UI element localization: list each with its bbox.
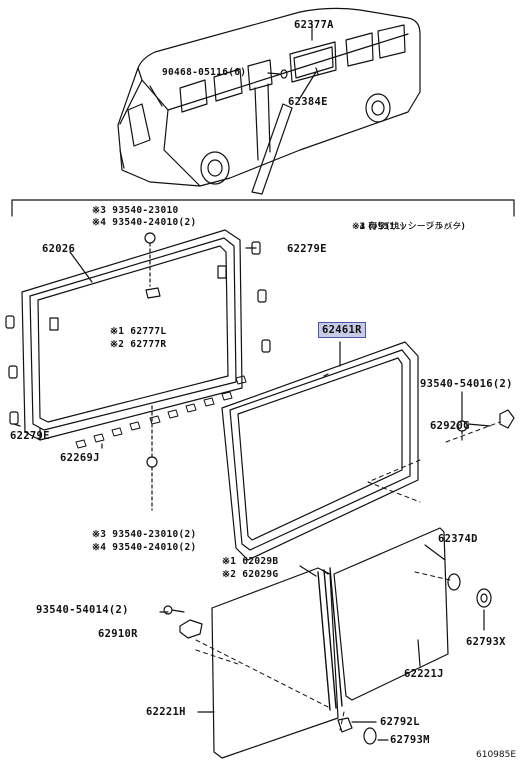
- label-93540-24010-bottom: ※4 93540-24010(2): [92, 542, 197, 553]
- label-62377A: 62377A: [294, 19, 334, 31]
- label-93540-54014: 93540-54014(2): [36, 604, 129, 616]
- label-62793X: 62793X: [466, 636, 506, 648]
- label-62461R: 62461R: [318, 322, 366, 338]
- label-93540-23010-top: ※3 93540-23010: [92, 205, 179, 216]
- note-2: ※2 有り(サッシーブラック): [352, 222, 465, 232]
- label-93540-23010-bottom: ※3 93540-23010(2): [92, 529, 197, 540]
- label-62029B: ※1 62029B: [222, 556, 279, 567]
- side-window-glass-62461R: [221, 341, 419, 561]
- label-93540-24010-top: ※4 93540-24010(2): [92, 217, 197, 228]
- door-panel-62221J: [333, 527, 449, 701]
- label-62029G: ※2 62029G: [222, 569, 279, 580]
- label-62221H: 62221H: [146, 706, 186, 718]
- label-62777R: ※2 62777R: [110, 339, 167, 350]
- label-62269J: 62269J: [60, 452, 100, 464]
- label-62920G: 62920G: [430, 420, 470, 432]
- van-illustration: [117, 7, 421, 195]
- door-panel-62221H: [211, 567, 339, 759]
- label-62777L: ※1 62777L: [110, 326, 167, 337]
- label-62792L: 62792L: [380, 716, 420, 728]
- label-62793M: 62793M: [390, 734, 430, 746]
- rear-window-frame: [21, 229, 243, 441]
- label-62910R: 62910R: [98, 628, 138, 640]
- label-62279E-top: 62279E: [287, 243, 327, 255]
- label-93540-54016: 93540-54016(2): [420, 378, 513, 390]
- label-62221J: 62221J: [404, 668, 444, 680]
- note-3: ※3 ( -9511): [352, 222, 405, 232]
- label-62374D: 62374D: [438, 533, 478, 545]
- note-4: ※4 (9511- ): [352, 222, 405, 232]
- label-62279E-bottom: 62279E: [10, 430, 50, 442]
- note-1: ※1 有り(サッシーシルバー): [352, 222, 465, 232]
- label-90468-05116: 90468-05116(6): [162, 67, 247, 78]
- label-62026: 62026: [42, 243, 76, 255]
- figure-id: 610985E: [476, 750, 517, 760]
- label-62384E: 62384E: [288, 96, 328, 108]
- seal-pieces-62269J: [75, 375, 247, 449]
